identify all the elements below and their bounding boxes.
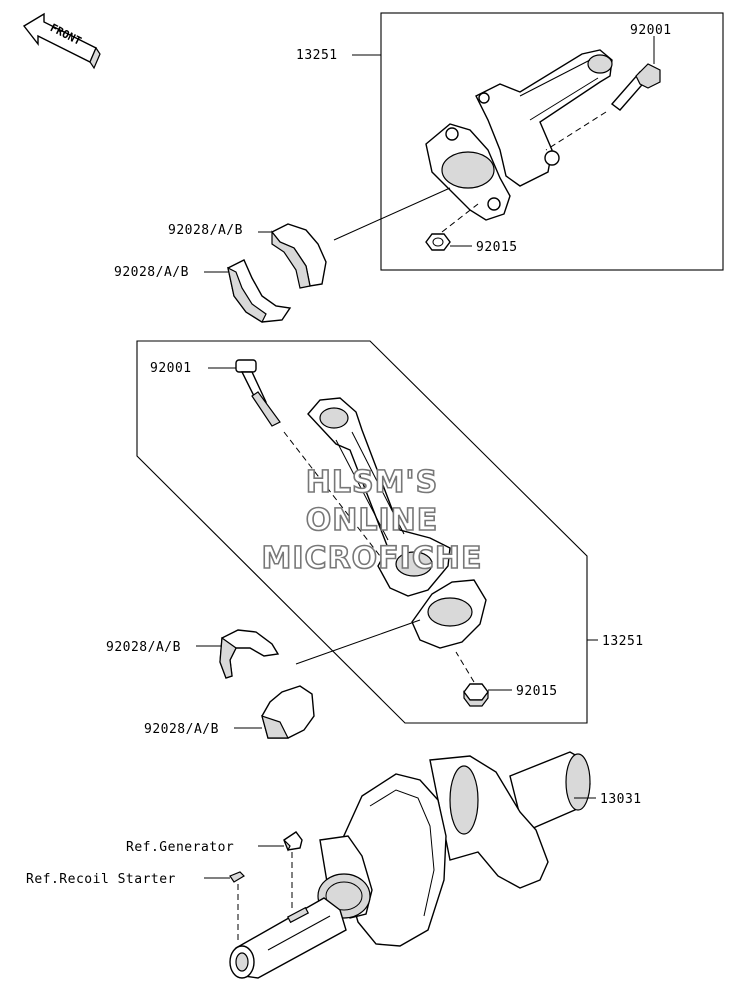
svg-text:MICROFICHE: MICROFICHE [262, 541, 483, 576]
callout-92028-lower-b[interactable]: 92028/A/B [144, 722, 219, 737]
recoil-starter-key[interactable] [229, 871, 245, 883]
crankshaft[interactable] [229, 751, 591, 979]
svg-text:HLSM'S: HLSM'S [306, 465, 438, 500]
generator-key[interactable] [283, 831, 303, 852]
front-arrow-icon: FRONT [22, 12, 101, 70]
upper-assembly-box [380, 12, 724, 271]
ref-recoil-starter-label[interactable]: Ref.Recoil Starter [26, 872, 176, 887]
bearing-shell-upper-b[interactable] [227, 259, 292, 323]
bearing-shell-upper-a[interactable] [270, 223, 327, 289]
connecting-rod-lower[interactable] [307, 397, 487, 649]
callout-13251-lower[interactable]: 13251 [602, 634, 644, 649]
svg-text:ONLINE: ONLINE [306, 503, 439, 538]
callout-92015-upper[interactable]: 92015 [476, 240, 518, 255]
callout-92028-lower-a[interactable]: 92028/A/B [106, 640, 181, 655]
callout-92001-lower[interactable]: 92001 [150, 361, 192, 376]
lower-assembly-box [136, 340, 588, 724]
bolt-upper[interactable] [610, 63, 661, 111]
bearing-shell-lower-a[interactable] [219, 629, 280, 679]
nut-upper[interactable] [425, 233, 451, 251]
callout-92028-upper-a[interactable]: 92028/A/B [168, 223, 243, 238]
callout-92001-upper[interactable]: 92001 [630, 23, 672, 38]
ref-generator-label[interactable]: Ref.Generator [126, 840, 234, 855]
bearing-shell-lower-b[interactable] [261, 685, 315, 739]
watermark: HLSM'S ONLINE MICROFICHE [261, 464, 483, 577]
callout-13251-upper[interactable]: 13251 [296, 48, 338, 63]
connecting-rod-upper[interactable] [425, 49, 613, 221]
bolt-lower[interactable] [235, 359, 281, 427]
nut-lower[interactable] [463, 683, 489, 707]
callout-92028-upper-b[interactable]: 92028/A/B [114, 265, 189, 280]
callout-13031-crankshaft[interactable]: 13031 [600, 792, 642, 807]
callout-92015-lower[interactable]: 92015 [516, 684, 558, 699]
